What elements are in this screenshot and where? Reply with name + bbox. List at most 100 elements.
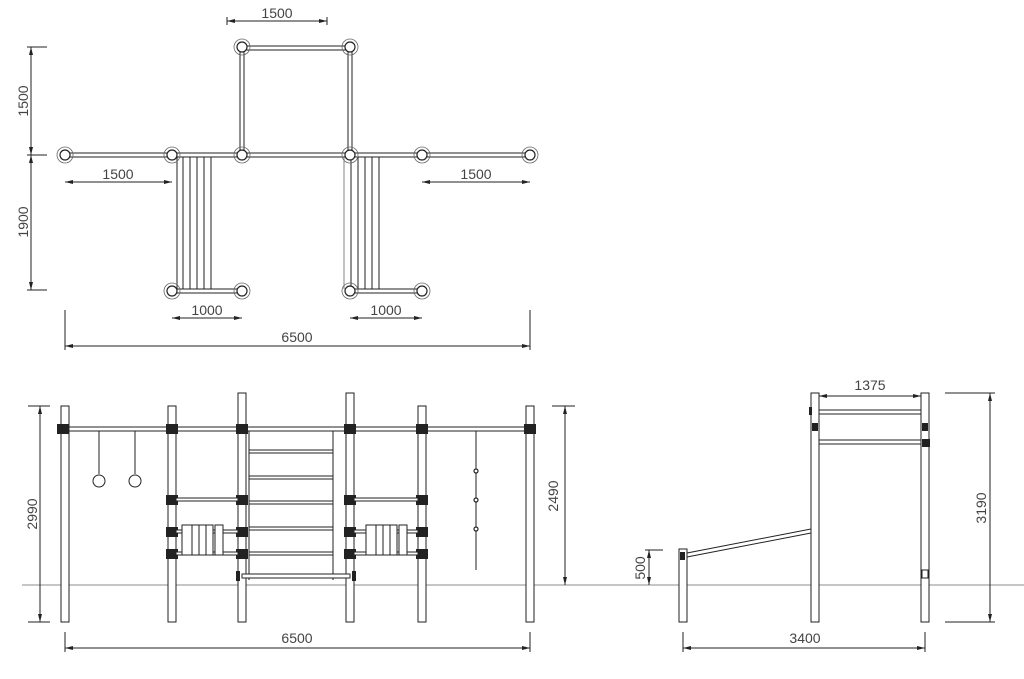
drawing-rect-part — [344, 424, 356, 434]
drawing-rect-part — [166, 527, 178, 537]
drawing-rect-part — [57, 424, 69, 434]
side-lower-bar — [818, 439, 922, 445]
drawing-circle-part — [236, 41, 248, 53]
drawing-rect-part — [680, 552, 685, 560]
plan-ladder-right — [343, 157, 380, 289]
dim-side-total-depth: 3400 — [789, 630, 820, 646]
drawing-circle-part — [56, 146, 74, 164]
drawing-circle-part — [236, 285, 248, 297]
post-node — [341, 38, 359, 56]
drawing-rect-part — [416, 549, 428, 559]
drawing-rect-part — [241, 45, 351, 51]
plan-dimensions: 1500 1500 1900 1500 1500 1000 1000 6500 — [15, 5, 531, 350]
drawing-circle-part — [344, 149, 356, 161]
drawing-rect-part — [236, 571, 240, 581]
drawing-rect-part — [922, 439, 930, 447]
dim-right-bar: 1500 — [460, 166, 491, 182]
dim-right-ladder: 1000 — [370, 302, 401, 318]
drawing-rect-part — [524, 424, 536, 434]
drawing-circle-part — [413, 282, 431, 300]
post-node — [56, 146, 74, 164]
post-node — [413, 146, 431, 164]
side-upper-bar — [818, 409, 922, 415]
drawing-rect-part — [167, 405, 177, 623]
dim-side-bar-spacing: 1375 — [854, 377, 885, 393]
front-clamps — [57, 424, 536, 559]
dim-top-depth: 1500 — [15, 85, 31, 116]
drawing-rect-part — [352, 571, 356, 581]
drawing-rect-part — [525, 405, 535, 623]
drawing-rect-part — [248, 500, 334, 505]
drawing-rect-part — [175, 497, 239, 502]
drawing-circle-part — [128, 474, 142, 488]
wall-ladder — [236, 431, 356, 581]
drawing-circle-part — [473, 526, 479, 532]
gymnastic-rings — [92, 431, 142, 488]
drawing-rect-part — [921, 569, 929, 579]
drawing-rect-part — [417, 405, 427, 623]
dim-left-ladder: 1000 — [191, 302, 222, 318]
drawing-circle-part — [524, 149, 536, 161]
drawing-circle-part — [473, 497, 479, 503]
post-node — [233, 38, 251, 56]
drawing-rect-part — [344, 527, 356, 537]
dim-front-total-height: 2990 — [24, 498, 40, 529]
drawing-rect-part — [809, 407, 812, 415]
dim-left-bar: 1500 — [102, 166, 133, 182]
side-slant-bar — [686, 528, 812, 554]
drawing-rect-part — [347, 46, 353, 156]
drawing-circle-part — [166, 149, 178, 161]
drawing-rect-part — [416, 495, 428, 505]
post-node — [233, 146, 251, 164]
dim-side-low-post: 500 — [632, 556, 648, 580]
drawing-circle-part — [163, 146, 181, 164]
side-dimensions: 1375 3190 500 3400 — [632, 377, 995, 652]
drawing-rect-part — [166, 424, 178, 434]
drawing-circle-part — [92, 474, 106, 488]
drawing-line-part — [686, 532, 812, 558]
drawing-circle-part — [344, 41, 356, 53]
drawing-circle-part — [163, 282, 181, 300]
side-low-post — [678, 548, 688, 623]
front-view: 2990 2490 6500 — [22, 392, 1024, 652]
drawing-rect-part — [64, 152, 531, 158]
front-posts — [60, 392, 535, 623]
drawing-rect-part — [353, 497, 419, 502]
drawing-rect-part — [398, 524, 408, 556]
front-pads — [181, 524, 408, 556]
drawing-rect-part — [344, 549, 356, 559]
drawing-circle-part — [521, 146, 539, 164]
drawing-rect-part — [416, 527, 428, 537]
drawing-rect-part — [205, 524, 214, 556]
post-node — [163, 146, 181, 164]
climbing-chain — [473, 431, 479, 570]
dim-top-width: 1500 — [261, 5, 292, 21]
drawing-rect-part — [812, 423, 818, 431]
plan-ladder-left — [176, 157, 212, 289]
drawing-rect-part — [344, 495, 356, 505]
dim-plan-total-width: 6500 — [281, 329, 312, 345]
drawing-rect-part — [345, 392, 355, 623]
drawing-rect-part — [241, 573, 351, 579]
dim-bottom-depth: 1900 — [15, 206, 31, 237]
drawing-rect-part — [191, 524, 200, 556]
drawing-rect-part — [416, 424, 428, 434]
post-node — [341, 282, 359, 300]
plan-view: 1500 1500 1900 1500 1500 1000 1000 6500 — [15, 5, 539, 350]
drawing-rect-part — [198, 524, 207, 556]
drawing-circle-part — [341, 146, 359, 164]
drawing-rect-part — [166, 549, 178, 559]
drawing-rect-part — [171, 288, 243, 294]
post-node — [163, 282, 181, 300]
drawing-rect-part — [365, 524, 377, 556]
drawing-rect-part — [236, 495, 248, 505]
drawing-circle-part — [416, 149, 428, 161]
drawing-rect-part — [166, 495, 178, 505]
side-post-back — [920, 392, 930, 623]
drawing-circle-part — [416, 285, 428, 297]
drawing-circle-part — [413, 146, 431, 164]
drawing-circle-part — [341, 38, 359, 56]
side-view: 1375 3190 500 3400 — [632, 377, 995, 652]
